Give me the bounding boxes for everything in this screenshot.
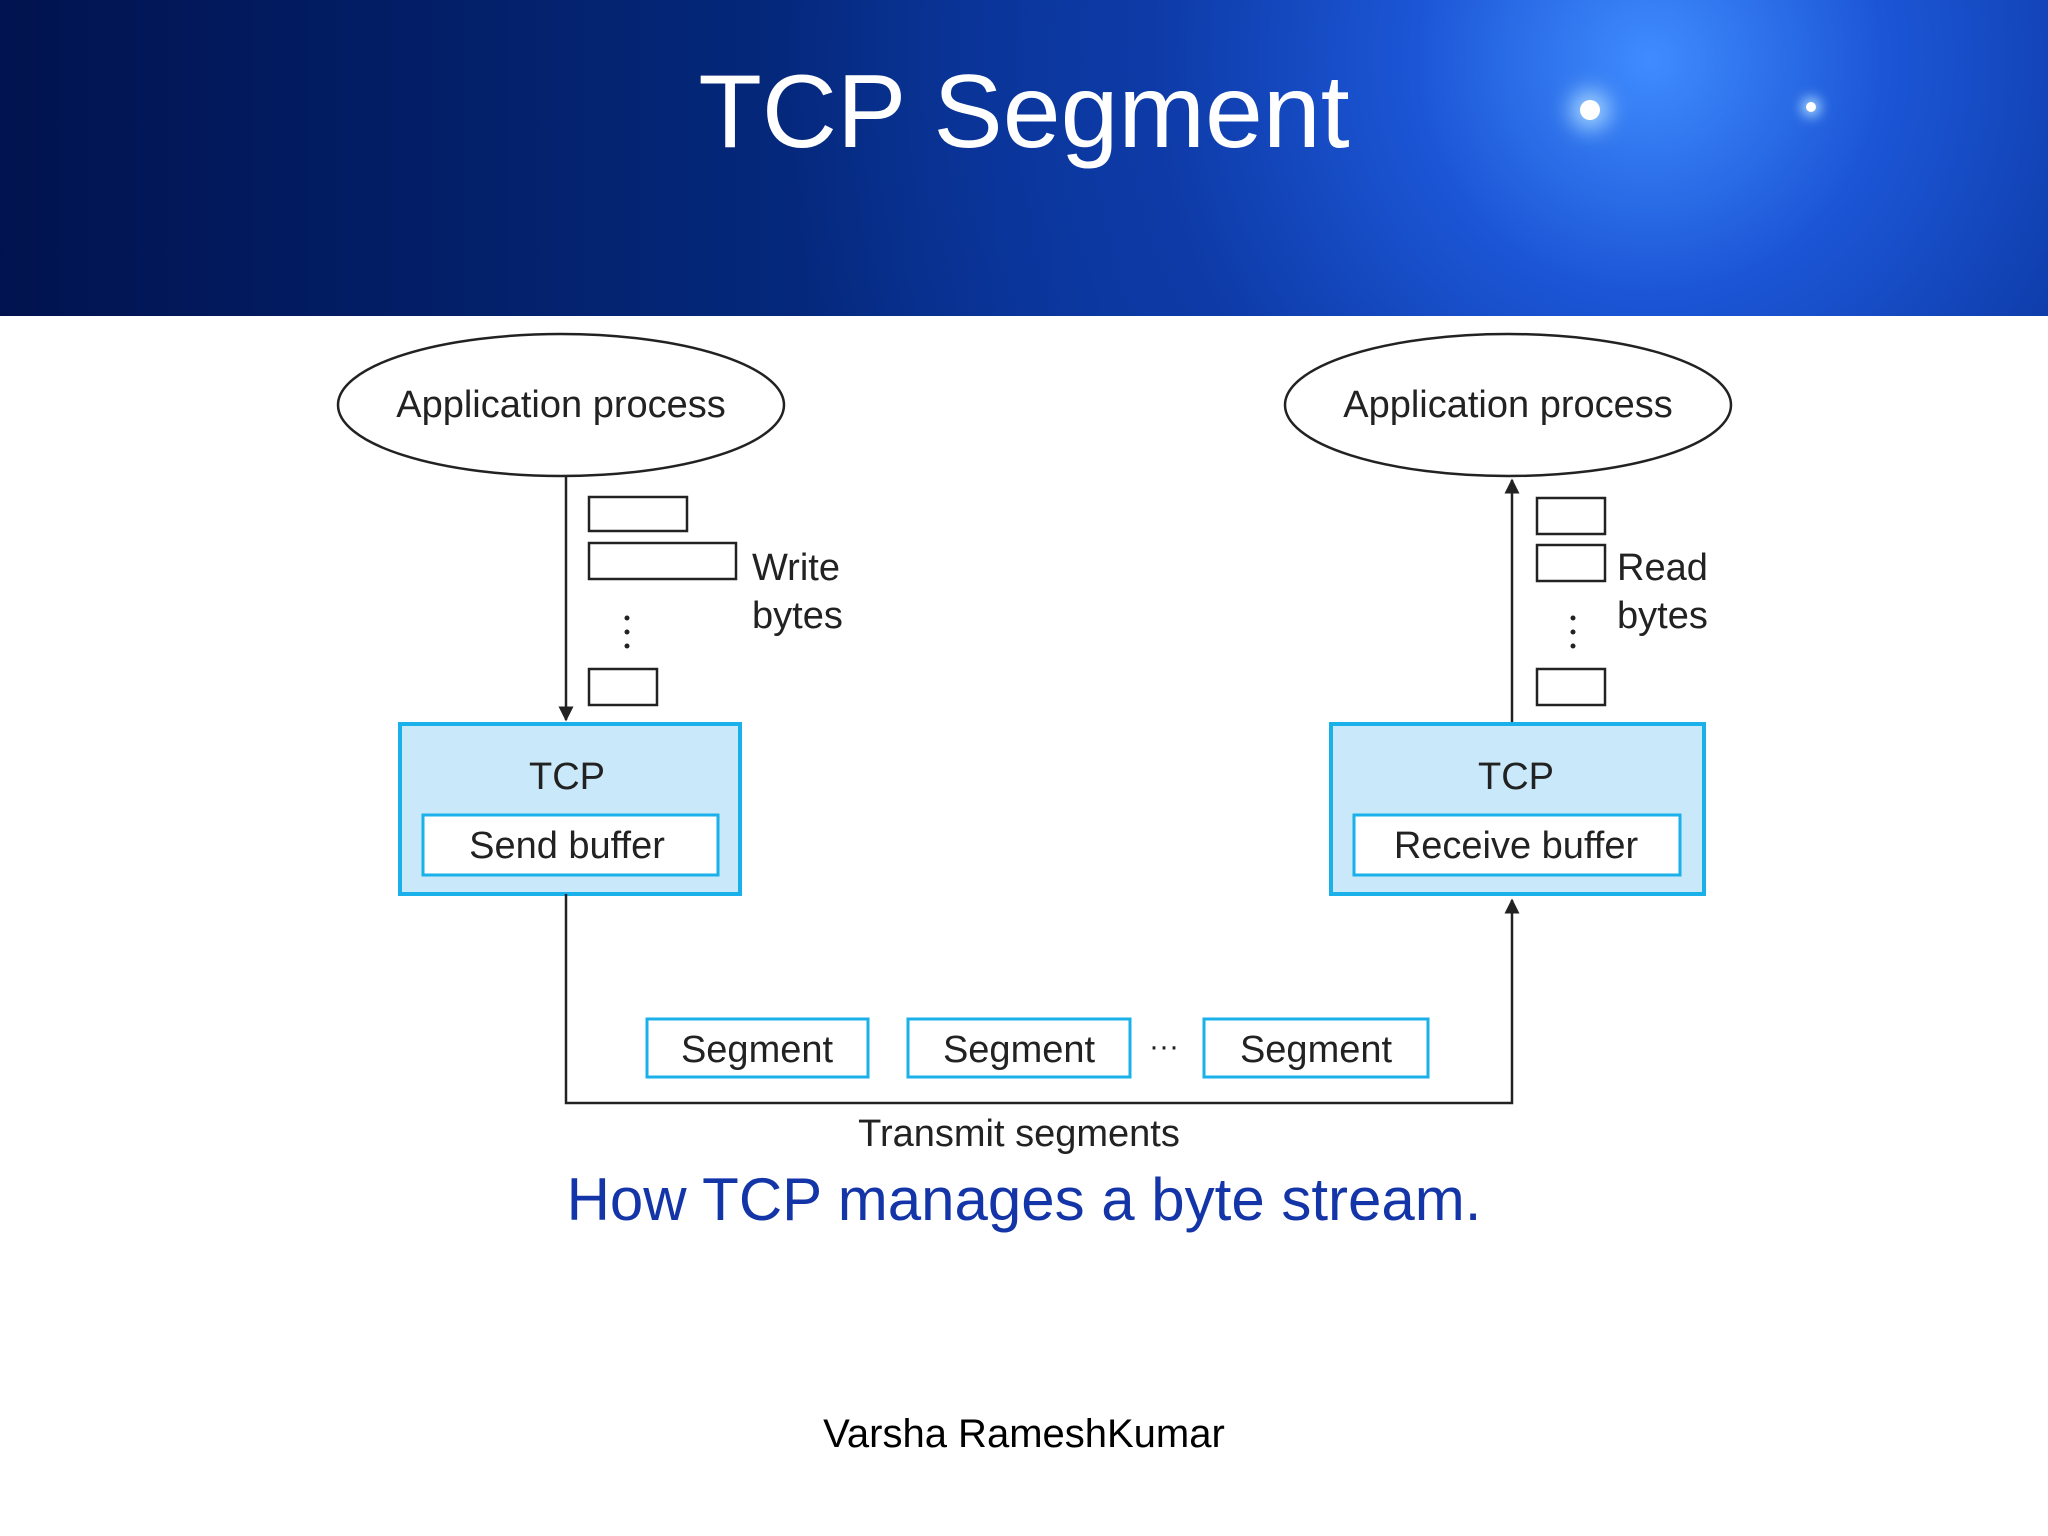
segment-box [1202,1017,1430,1079]
receiver-application-process-label: Application process [1343,384,1673,426]
receiver-tcp-label: TCP [1478,756,1554,798]
transmit-path-line [564,894,1520,1105]
write-dots [624,615,630,621]
write-byte-block [587,495,689,533]
write-dots [624,643,630,649]
read-byte-block [1535,667,1607,707]
title-banner: TCP Segment [0,0,2048,316]
read-dots [1570,629,1576,635]
send-buffer-label: Send buffer [469,825,665,867]
sender-application-process-ellipse [336,332,786,478]
segment-label: Segment [943,1029,1096,1071]
receive-buffer-label: Receive buffer [1394,825,1639,867]
read-dots [1570,615,1576,621]
author-footer: Varsha RameshKumar [823,1412,1225,1456]
read-byte-block [1535,496,1607,536]
read-dots [1570,643,1576,649]
receive-buffer-box [1352,813,1682,877]
diagram-caption: How TCP manages a byte stream. [566,1166,1482,1233]
segment-label: Segment [1240,1029,1393,1071]
send-buffer-box [421,813,720,877]
write-label-line2: bytes [752,595,843,637]
write-label-line1: Write [752,547,840,589]
read-byte-block [1535,543,1607,583]
segment-box [645,1017,870,1079]
sender-tcp-label: TCP [529,756,605,798]
slide-title: TCP Segment [698,54,1350,170]
read-label-line1: Read [1617,547,1708,589]
star-glint-icon [1580,100,1600,120]
write-dots [624,629,630,635]
write-byte-block [587,541,738,581]
read-label-line2: bytes [1617,595,1708,637]
segment-box [906,1017,1132,1079]
segment-label: Segment [681,1029,834,1071]
write-byte-block [587,667,659,707]
receiver-application-process-ellipse [1283,332,1733,478]
segment-ellipsis: ··· [1149,1030,1179,1063]
transmit-segments-label: Transmit segments [858,1113,1180,1155]
sender-application-process-label: Application process [396,384,726,426]
star-glint-icon [1806,102,1816,112]
